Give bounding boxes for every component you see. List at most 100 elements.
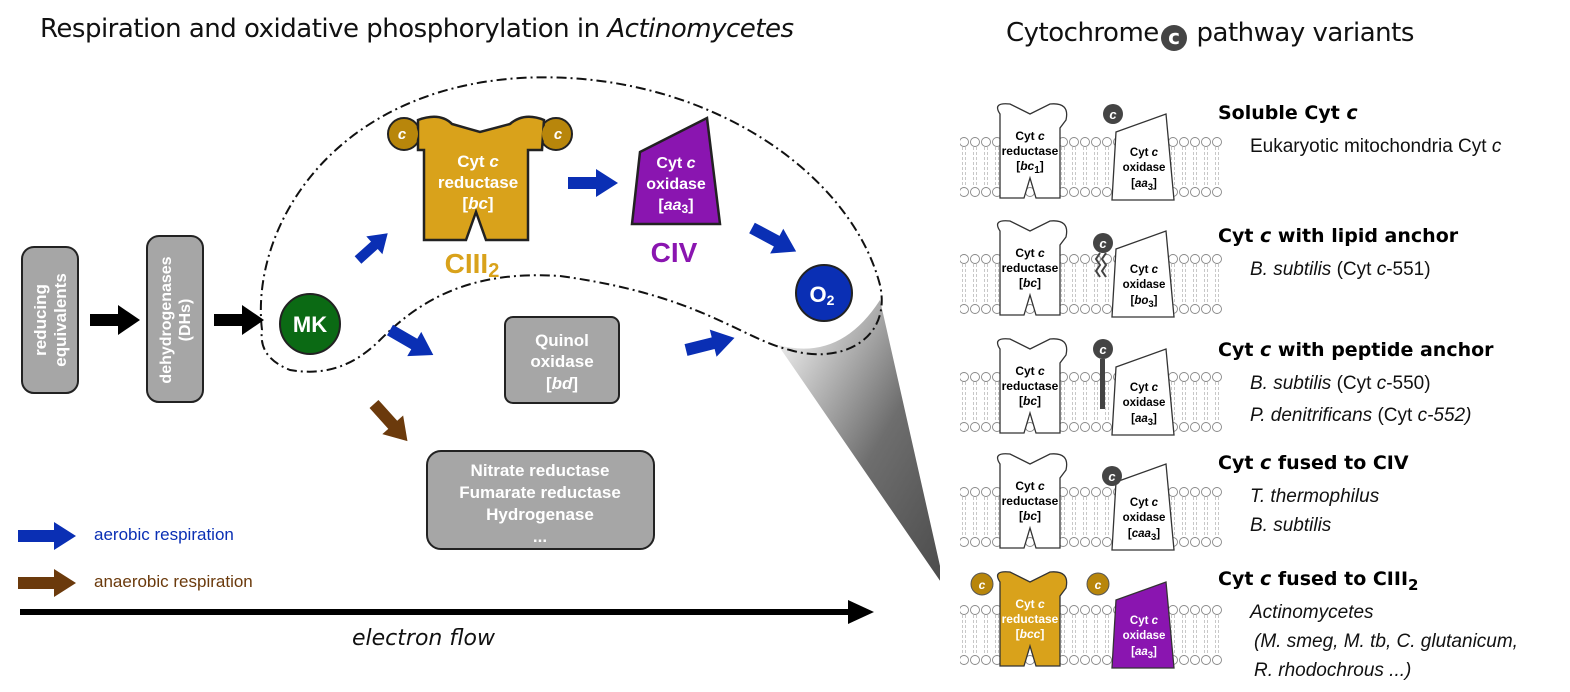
svg-text:oxidase: oxidase <box>1123 397 1166 409</box>
dh-label-2: (DHs) <box>177 299 194 342</box>
soluble-cyt-c-icon <box>1103 104 1123 124</box>
mk-label: MK <box>293 312 327 337</box>
svg-text:Cyt c: Cyt c <box>1015 597 1045 611</box>
legend-aerobic-arrow <box>18 522 76 550</box>
cyt-c-oxidase-shape <box>1111 581 1175 669</box>
lipid-bilayer <box>960 137 1222 197</box>
membrane-outline <box>259 76 883 373</box>
peptide-anchored-cyt-c-icon <box>1093 339 1113 359</box>
anaerobic-enzymes-box: Nitrate reductase Fumarate reductase Hyd… <box>426 450 655 550</box>
variant-title: Cyt c with lipid anchor <box>1218 225 1459 247</box>
legend-aerobic-text: aerobic respiration <box>94 525 234 544</box>
svg-text:Cyt c: Cyt c <box>1130 147 1159 159</box>
anaerobic-item-1: Nitrate reductase <box>471 461 610 480</box>
legend-anaerobic-label: anaerobic respiration <box>94 572 253 592</box>
reductase-line1: Cyt c <box>457 152 499 171</box>
reducing-equivalents-box: reducing equivalents <box>21 246 79 394</box>
title-italic: Actinomycetes <box>607 14 794 44</box>
svg-text:c: c <box>1099 236 1107 251</box>
svg-text:Cyt c: Cyt c <box>1015 246 1045 260</box>
cyt-c-oxidase-shape <box>1111 463 1175 551</box>
cyt-c-reductase-shape <box>996 338 1068 434</box>
complex-label-civ: CIV <box>651 237 698 268</box>
complex-label-ciii2: CIII2 <box>445 248 500 282</box>
variant-5-membrane-diagram: c c Cyt c reductase [bcc] Cyt c oxidase … <box>960 571 1222 669</box>
variant-organism-line: Eukaryotic mitochondria Cyt c <box>1250 136 1502 157</box>
reductase-line2: reductase <box>438 173 518 192</box>
svg-text:reductase: reductase <box>1002 261 1059 275</box>
lipid-anchor-icon <box>1094 252 1108 278</box>
oxidase-line3: [aa3] <box>658 197 693 216</box>
right-title-suffix: pathway variants <box>1188 18 1415 48</box>
svg-text:Cyt c: Cyt c <box>1015 479 1045 493</box>
svg-text:[bcc]: [bcc] <box>1016 627 1045 641</box>
variant-title: Cyt c fused to CIV <box>1218 452 1409 474</box>
lipid-bilayer <box>960 605 1222 665</box>
anaerobic-item-3: Hydrogenase <box>486 505 594 524</box>
svg-text:[bo3]: [bo3] <box>1130 295 1157 310</box>
svg-text:oxidase: oxidase <box>1123 162 1166 174</box>
svg-text:reductase: reductase <box>1002 494 1059 508</box>
svg-text:reductase: reductase <box>1002 379 1059 393</box>
svg-text:c: c <box>1099 342 1107 357</box>
aerobic-arrow-mk-to-quinol <box>387 324 434 357</box>
quinol-line3: [bd] <box>546 374 578 393</box>
svg-text:Cyt c: Cyt c <box>1015 129 1045 143</box>
lipid-anchored-cyt-c-icon <box>1093 233 1113 253</box>
mk-node: MK <box>279 293 341 355</box>
variant-organism-line: P. denitrificans (Cyt c-552) <box>1250 405 1472 426</box>
peptide-anchor-icon <box>1100 359 1105 409</box>
cyt-c-reductase-ciii2: c c Cyt c reductase [bc] CIII2 <box>387 115 573 282</box>
cyt-c-badge-icon: c <box>1160 25 1187 51</box>
anaerobic-item-4: ... <box>533 527 547 546</box>
svg-text:c: c <box>979 578 986 592</box>
cyt-c-oxidase-shape <box>1111 348 1175 436</box>
svg-text:[bc]: [bc] <box>1019 276 1041 290</box>
svg-text:Cyt c: Cyt c <box>1130 615 1159 627</box>
cyt-c-reductase-shape <box>996 571 1068 667</box>
variant-organism-line: B. subtilis <box>1250 515 1332 536</box>
variant-organism-line: R. rhodochrous ...) <box>1254 660 1412 681</box>
o2-label: O2 <box>810 282 835 308</box>
reducing-label-2: equivalents <box>51 273 70 367</box>
variant-organism-line: Actinomycetes <box>1250 602 1374 623</box>
lipid-bilayer <box>960 487 1222 547</box>
svg-text:oxidase: oxidase <box>1123 512 1166 524</box>
variant-1-membrane-diagram: Cyt c reductase [bc1] Cyt c oxidase [aa3… <box>960 103 1222 201</box>
fused-cyt-c-icon <box>1102 466 1122 486</box>
svg-text:Cyt c: Cyt c <box>1015 364 1045 378</box>
variant-organism-line: (M. smeg, M. tb, C. glutanicum, <box>1254 631 1518 652</box>
cyt-c-reductase-shape <box>996 453 1068 549</box>
aerobic-arrow-ciii-to-civ <box>568 169 618 197</box>
svg-text:reductase: reductase <box>1002 144 1059 158</box>
quinol-oxidase-box: Quinol oxidase [bd] <box>504 316 620 404</box>
oxidase-line1: Cyt c <box>656 155 695 172</box>
dehydrogenases-box: dehydrogenases (DHs) <box>146 235 204 403</box>
left-panel-title: Respiration and oxidative phosphorylatio… <box>40 14 794 44</box>
svg-text:[aa3]: [aa3] <box>1131 646 1157 661</box>
anaerobic-arrow <box>369 399 408 442</box>
svg-text:Cyt c: Cyt c <box>1130 264 1159 276</box>
cyt-c-reductase-shape <box>996 220 1068 316</box>
reductase-line3: [bc] <box>462 194 493 213</box>
oxidase-line2: oxidase <box>646 176 706 193</box>
variant-organism-line: B. subtilis (Cyt c-550) <box>1250 373 1431 394</box>
variant-2-membrane-diagram: Cyt c reductase [bc] Cyt c oxidase [bo3]… <box>960 220 1222 318</box>
cyt-c-reductase-shape <box>996 103 1068 199</box>
cyt-c-oxidase-shape <box>1111 230 1175 318</box>
aerobic-arrow-civ-to-o2 <box>749 222 797 254</box>
legend-anaerobic-arrow <box>18 569 76 597</box>
anaerobic-item-2: Fumarate reductase <box>459 483 621 502</box>
right-title-prefix: Cytochrome <box>1006 18 1159 48</box>
svg-text:oxidase: oxidase <box>1123 630 1166 642</box>
variant-organism-line: T. thermophilus <box>1250 486 1380 507</box>
legend-anaerobic-text: anaerobic respiration <box>94 572 253 591</box>
variant-organism-line: B. subtilis (Cyt c-551) <box>1250 259 1431 280</box>
svg-text:c: c <box>1109 107 1117 122</box>
flow-arrow-1 <box>90 305 140 335</box>
flow-arrow-2 <box>214 305 264 335</box>
svg-text:Cyt c: Cyt c <box>1130 382 1159 394</box>
svg-text:Cyt c: Cyt c <box>1130 497 1159 509</box>
variant-3-membrane-diagram: Cyt c reductase [bc] Cyt c oxidase [aa3]… <box>960 338 1222 436</box>
